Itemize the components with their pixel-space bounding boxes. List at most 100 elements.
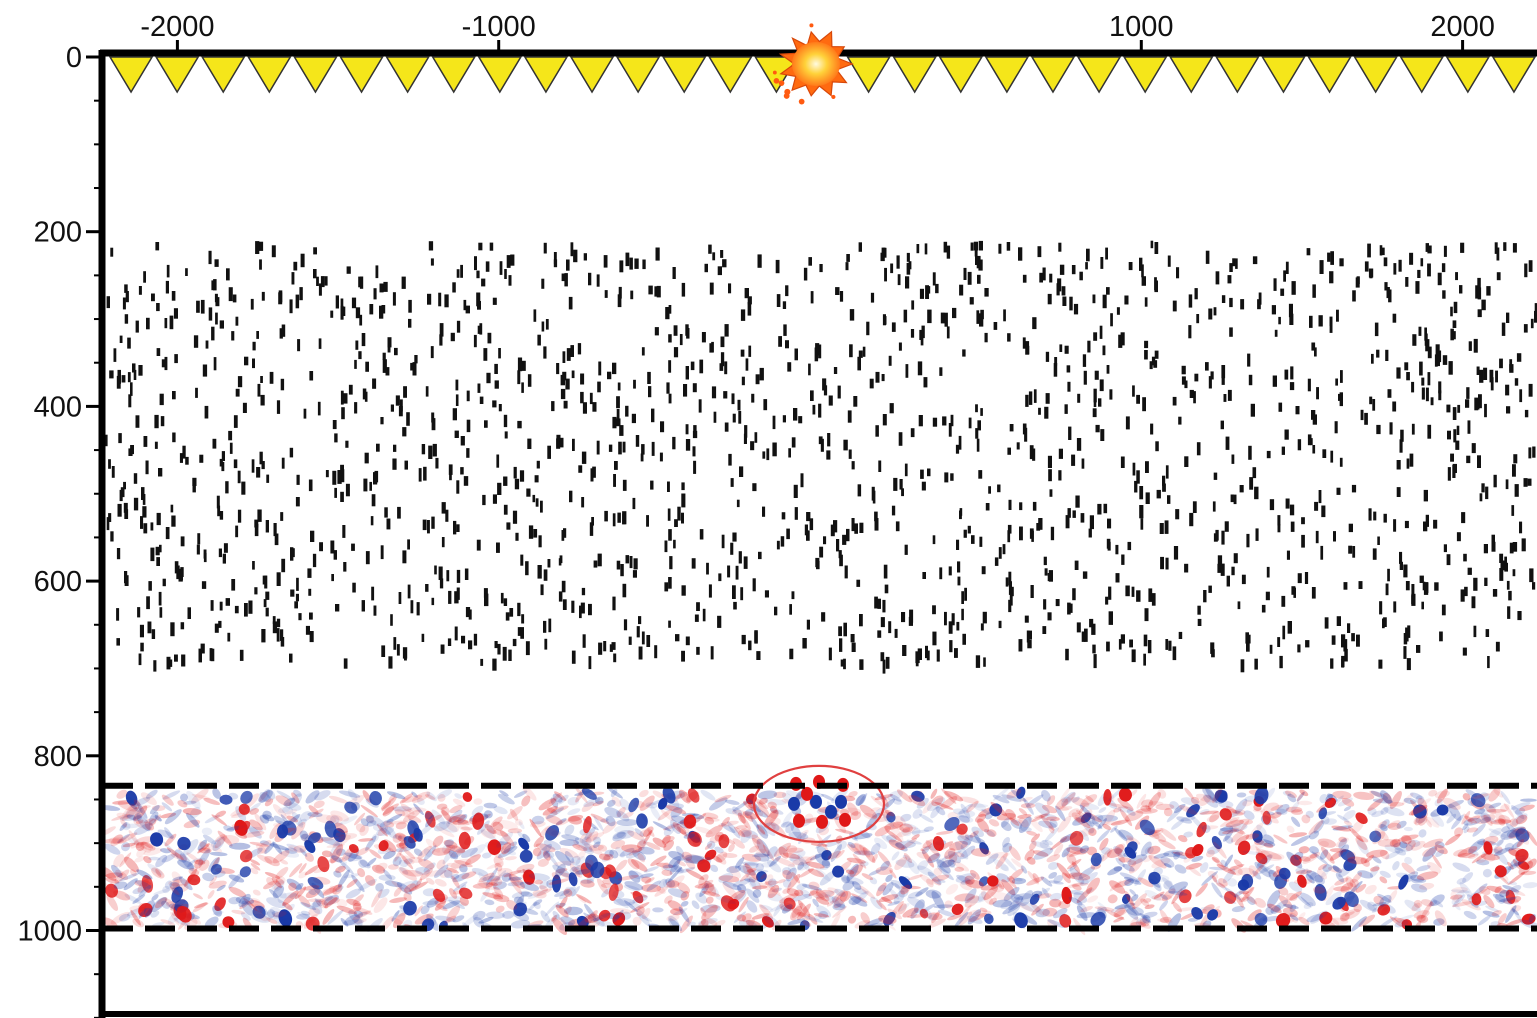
scatterer-mark <box>517 602 521 617</box>
scatterer-mark <box>1129 639 1133 648</box>
scatterer-mark <box>1197 618 1202 626</box>
scatterer-mark <box>404 649 407 661</box>
image-wavelet <box>1199 809 1210 815</box>
image-wavelet <box>1151 858 1171 869</box>
image-wavelet <box>1309 830 1320 840</box>
image-wavelet <box>590 813 610 824</box>
scatterer-mark <box>926 286 931 294</box>
scatterer-mark <box>219 601 223 611</box>
image-wavelet <box>1142 855 1152 863</box>
scatterer-mark <box>1405 627 1409 642</box>
image-wavelet <box>1521 913 1536 925</box>
scatterer-mark <box>982 611 987 624</box>
scatterer-mark <box>888 355 892 366</box>
scatterer-mark <box>1044 406 1049 419</box>
scatterer-mark <box>298 613 302 621</box>
image-wavelet <box>472 910 486 921</box>
scatterer-mark <box>257 509 262 522</box>
scatterer-mark <box>706 562 709 575</box>
image-wavelet <box>958 815 970 823</box>
scatterer-mark <box>1420 258 1424 267</box>
scatterer-mark <box>927 309 932 324</box>
image-wavelet <box>1066 858 1082 870</box>
image-wavelet <box>722 881 742 891</box>
scatterer-mark <box>133 497 139 511</box>
image-wavelet <box>1355 837 1368 851</box>
scatterer-mark <box>252 358 255 369</box>
image-wavelet <box>1123 876 1142 885</box>
image-wavelet <box>764 880 779 886</box>
image-wavelet <box>201 827 213 836</box>
image-wavelet <box>678 789 691 804</box>
scatterer-mark <box>450 332 455 342</box>
image-wavelet <box>346 905 363 916</box>
scatterer-mark <box>692 430 698 439</box>
scatterer-mark <box>577 343 582 355</box>
scatterer-mark <box>309 612 313 620</box>
image-wavelet <box>240 912 251 921</box>
scatterer-mark <box>482 494 486 506</box>
image-wavelet <box>436 859 446 870</box>
image-wavelet <box>392 833 403 843</box>
image-wavelet <box>1320 846 1335 864</box>
image-wavelet <box>1076 905 1088 921</box>
scatterer-mark <box>752 483 757 492</box>
target-wavelet <box>788 796 800 811</box>
scatterer-mark <box>816 560 820 570</box>
scatterer-mark <box>1405 581 1410 591</box>
image-wavelet <box>593 836 602 845</box>
scatterer-mark <box>808 363 811 376</box>
scatterer-mark <box>1250 403 1255 417</box>
scatterer-mark <box>452 408 457 421</box>
scatterer-mark <box>731 393 735 405</box>
scatterer-mark <box>1220 420 1224 430</box>
scatterer-mark <box>708 244 712 254</box>
scatterer-mark <box>296 577 299 591</box>
image-wavelet <box>448 814 466 823</box>
scatterer-mark <box>1496 272 1501 281</box>
image-wavelet <box>1025 794 1044 808</box>
scatterer-mark <box>1289 313 1294 325</box>
image-wavelet <box>1317 838 1336 848</box>
scatterer-mark <box>1093 654 1097 669</box>
image-wavelet <box>1047 861 1059 870</box>
image-wavelet <box>1252 830 1263 843</box>
scatterer-mark <box>1278 316 1281 325</box>
image-wavelet <box>863 813 877 820</box>
image-wavelet <box>1056 805 1070 811</box>
image-wavelet <box>580 878 595 884</box>
image-wavelet <box>545 850 560 868</box>
image-wavelet <box>1229 865 1243 876</box>
image-wavelet <box>459 864 468 873</box>
scatterer-mark <box>1255 528 1259 541</box>
image-wavelet <box>423 862 436 873</box>
scatterer-mark <box>479 323 483 335</box>
scatterer-mark <box>1102 345 1106 356</box>
scatterer-mark <box>845 262 849 271</box>
scatterer-mark <box>747 302 752 316</box>
scatterer-mark <box>793 484 798 498</box>
image-wavelet <box>875 866 893 876</box>
scatterer-mark <box>851 518 855 532</box>
scatterer-mark <box>473 633 478 646</box>
image-wavelet <box>1023 797 1034 815</box>
image-wavelet <box>359 859 371 869</box>
scatterer-mark <box>1532 446 1536 458</box>
scatterer-mark <box>1297 439 1302 451</box>
image-wavelet <box>790 823 802 839</box>
image-wavelet <box>630 902 650 913</box>
image-wavelet <box>1118 829 1134 841</box>
scatterer-mark <box>468 609 472 620</box>
scatterer-mark <box>158 591 162 606</box>
scatterer-mark <box>1356 634 1360 647</box>
scatterer-mark <box>901 612 906 623</box>
scatterer-mark <box>334 487 337 498</box>
scatterer-mark <box>673 325 678 336</box>
image-wavelet <box>986 829 997 837</box>
scatterer-mark <box>154 441 158 449</box>
image-wavelet <box>340 917 349 927</box>
image-wavelet <box>450 847 466 859</box>
image-wavelet <box>521 784 537 801</box>
scatterer-mark <box>1061 286 1066 296</box>
image-wavelet <box>1433 918 1445 926</box>
